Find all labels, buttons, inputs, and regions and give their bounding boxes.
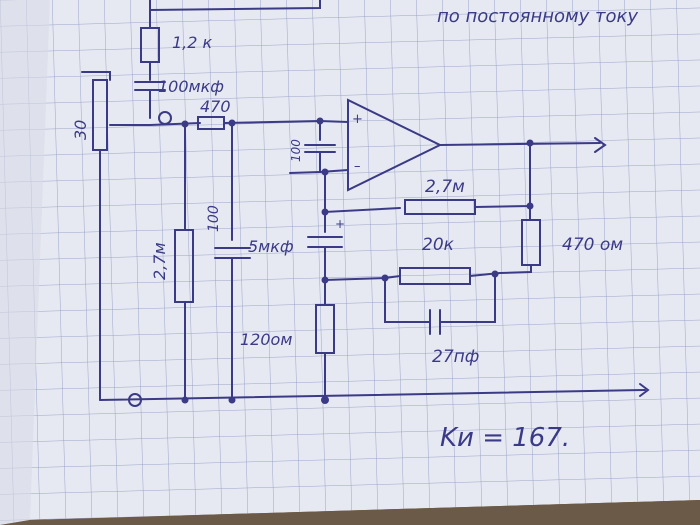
- label-c-feedback: 27пф: [432, 347, 479, 367]
- label-c-input: 100мкф: [158, 77, 224, 96]
- junction-dots: [128, 111, 534, 407]
- label-c-feedthrough: 100: [289, 139, 303, 162]
- opamp-minus: –: [354, 159, 361, 174]
- label-r-output: 470 ом: [562, 235, 623, 255]
- header-text: по постоянному току: [437, 6, 638, 27]
- label-r-top: 1,2 к: [172, 33, 213, 52]
- circuit-lines: [81, 0, 650, 401]
- gain-formula: Kи = 167.: [440, 423, 570, 453]
- opamp-plus: +: [352, 112, 363, 127]
- label-pot: 30: [71, 120, 90, 140]
- cap-plus: +: [335, 217, 345, 231]
- label-c-bias: 100: [206, 205, 222, 232]
- label-r-ground: 120ом: [240, 330, 292, 349]
- label-r-series: 470: [200, 97, 231, 116]
- label-r-feedback2: 20к: [422, 235, 455, 255]
- label-r-bias: 2,7м: [150, 242, 169, 280]
- label-c-bias-value: 5мкф: [248, 237, 294, 256]
- label-r-feedback: 2,7м: [425, 177, 465, 197]
